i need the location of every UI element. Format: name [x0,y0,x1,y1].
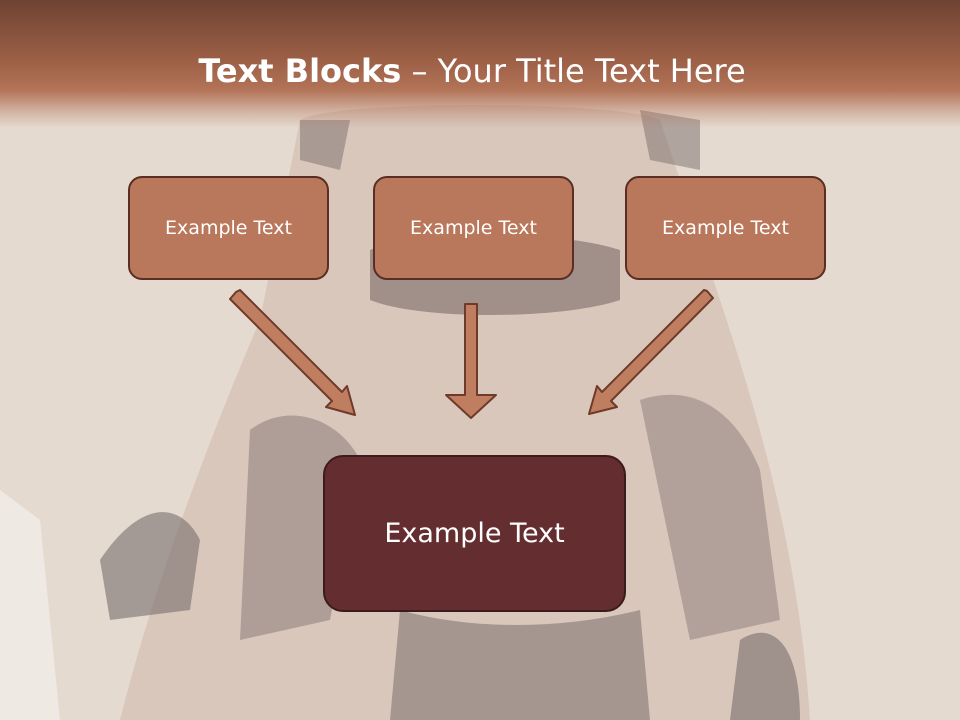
text-block-center: Example Text [373,176,574,280]
title-bar [0,0,960,128]
arrow-right [588,289,714,415]
arrow-left [229,289,356,416]
text-block-center-label: Example Text [410,217,537,239]
text-block-left-label: Example Text [165,217,292,239]
text-block-right-label: Example Text [662,217,789,239]
page-title: Text Blocks – Your Title Text Here [0,52,944,90]
text-block-right: Example Text [625,176,826,280]
title-dash: – [401,52,438,90]
text-block-left: Example Text [128,176,329,280]
arrow-center [445,303,497,419]
text-block-main-label: Example Text [384,518,565,549]
text-block-main: Example Text [323,455,626,612]
title-rest: Your Title Text Here [437,52,746,90]
title-bold: Text Blocks [198,52,402,90]
